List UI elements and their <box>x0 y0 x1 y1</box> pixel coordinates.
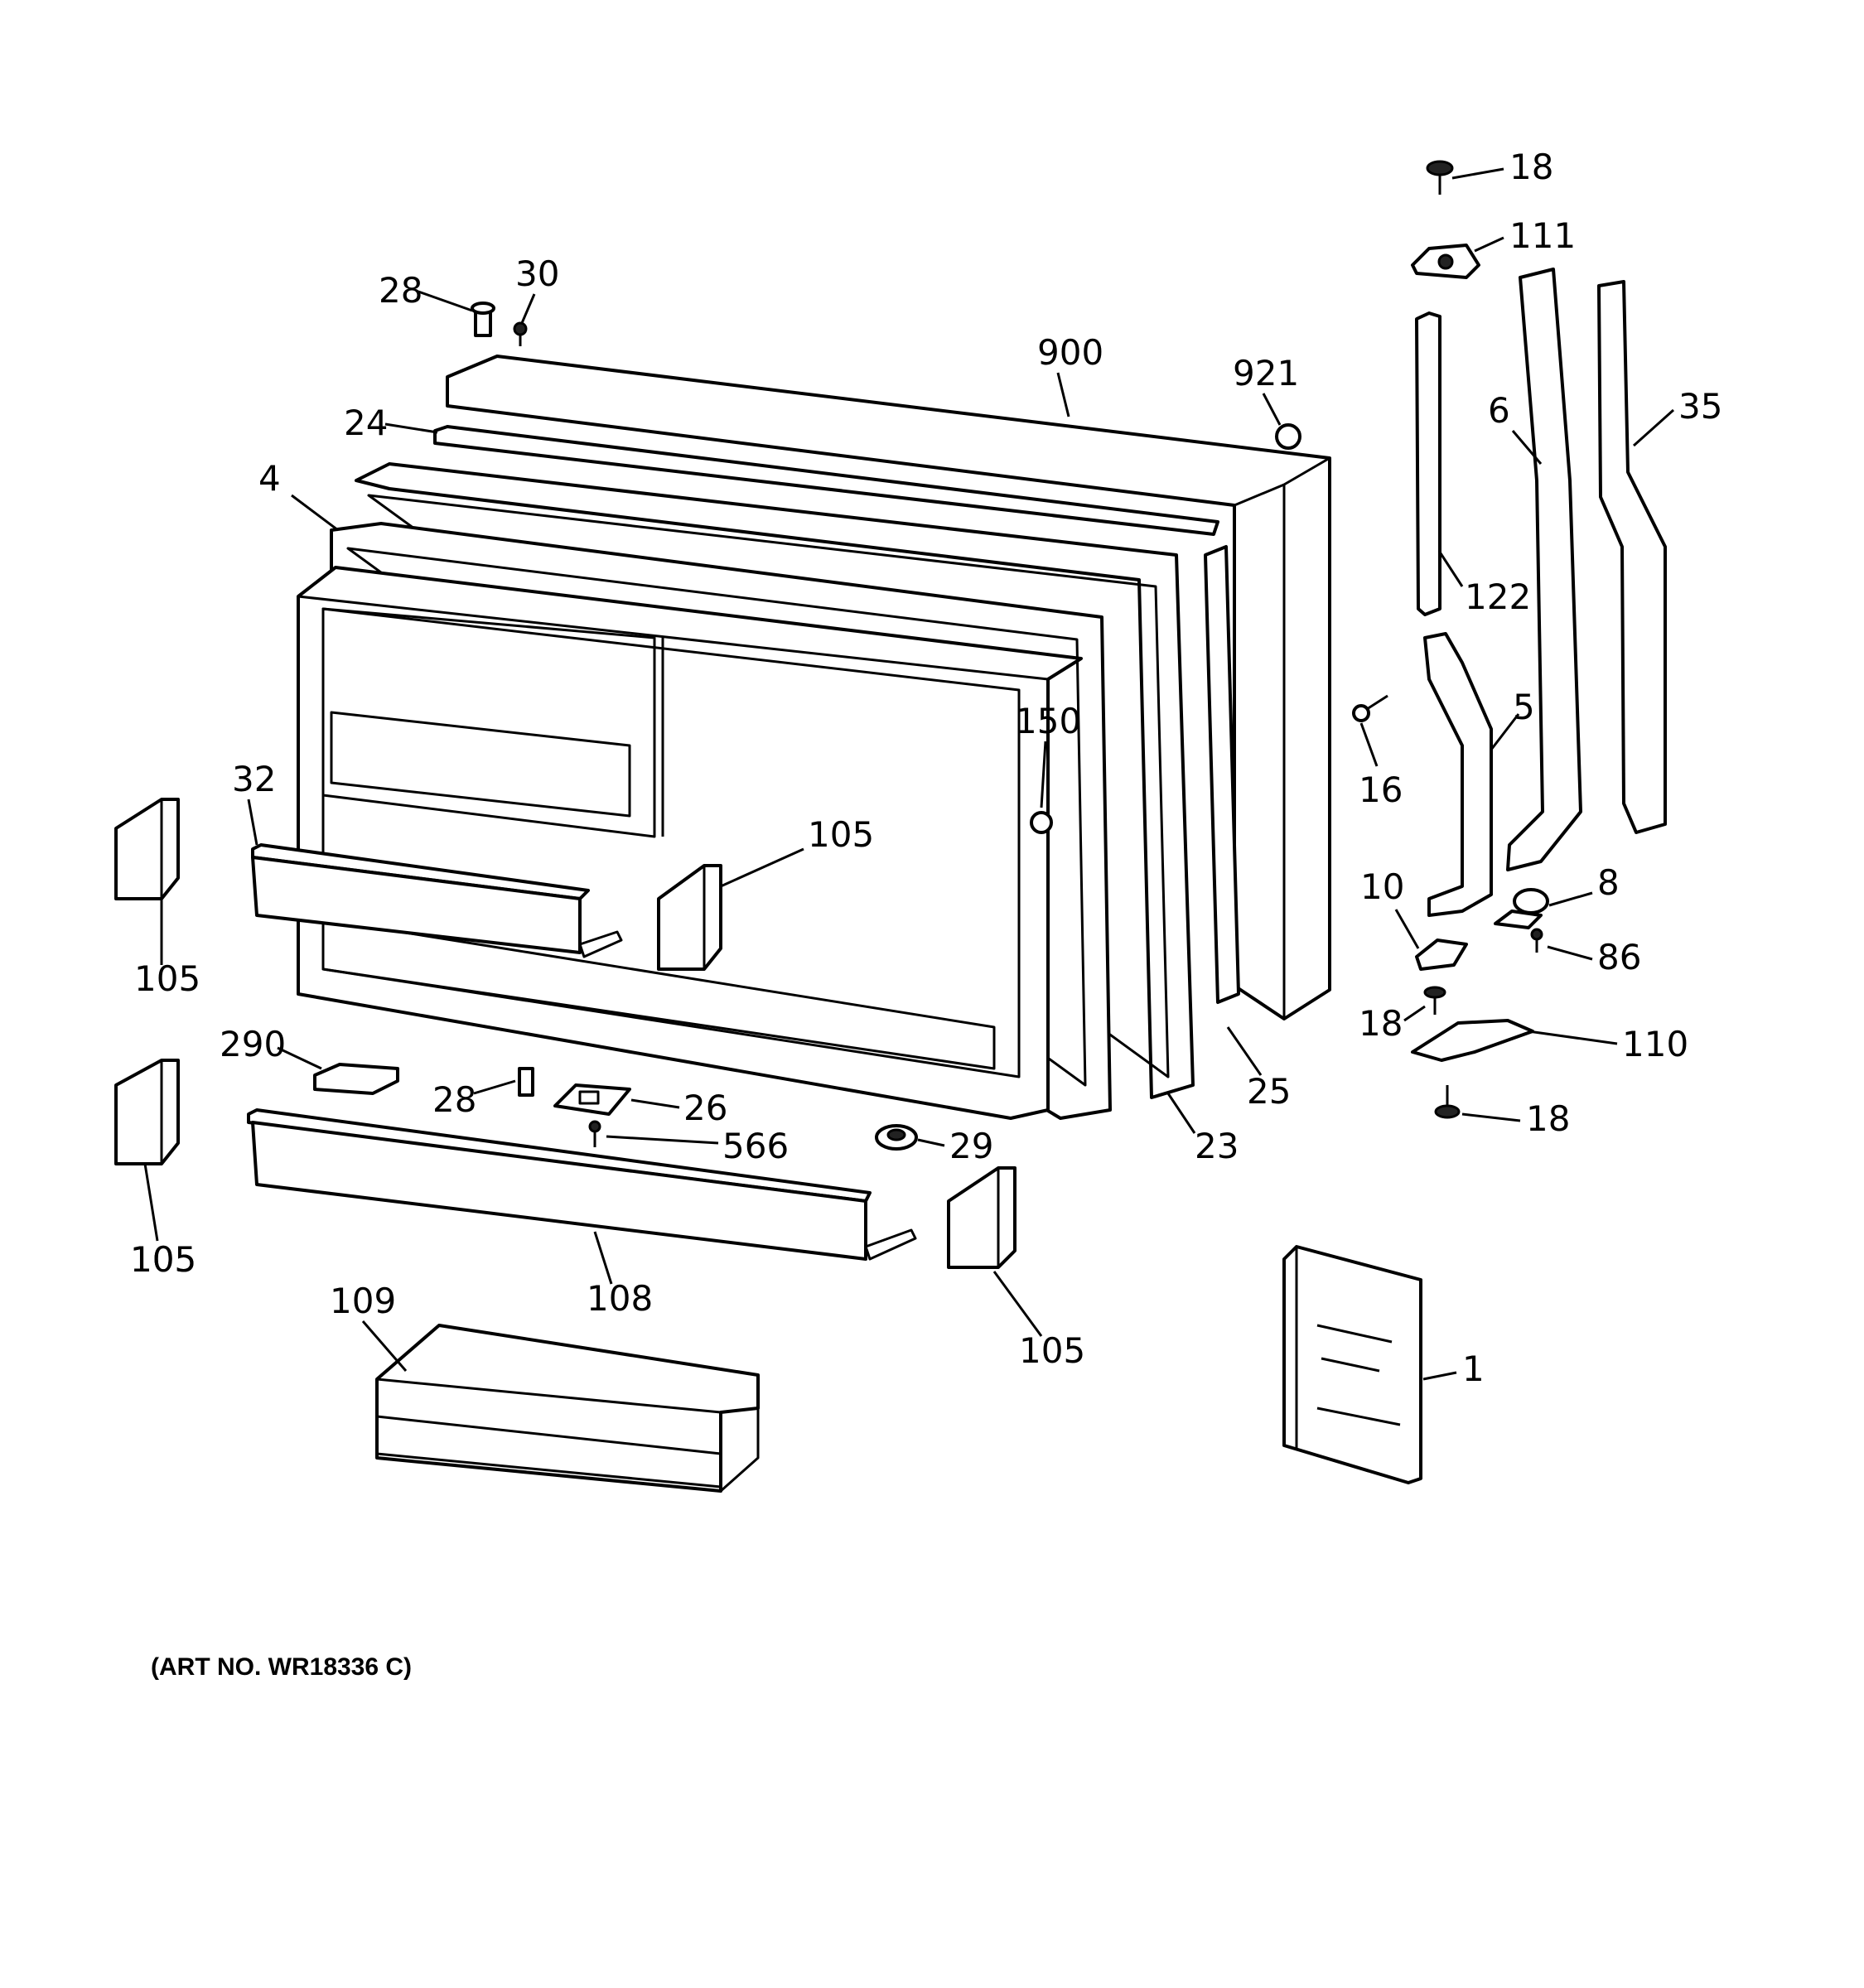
hinge-111 <box>1411 244 1480 279</box>
bracket-105-left-lower <box>114 1059 180 1165</box>
callout-86: 86 <box>1597 937 1641 977</box>
bracket-105-center <box>657 864 722 971</box>
callout-labels: 18 111 28 30 900 921 35 6 24 4 122 150 1… <box>130 147 1722 1389</box>
bin-109 <box>375 1324 760 1493</box>
door-gasket-24 <box>433 425 1219 536</box>
manual-1 <box>1282 1245 1422 1484</box>
callout-109: 109 <box>330 1281 396 1321</box>
callout-18-top: 18 <box>1509 147 1553 187</box>
handle-trim-35 <box>1597 280 1667 834</box>
callout-26: 26 <box>683 1088 727 1128</box>
bracket-105-left-upper <box>114 798 180 900</box>
leader-lines <box>143 167 1675 1381</box>
callout-1: 1 <box>1462 1349 1485 1389</box>
screw-150-icon <box>1030 811 1053 834</box>
callout-150: 150 <box>1015 701 1081 741</box>
grommet-29 <box>875 1124 918 1151</box>
callout-105-left-upper: 105 <box>134 958 200 999</box>
callout-30: 30 <box>515 253 559 294</box>
callout-16: 16 <box>1359 770 1403 810</box>
washer-8 <box>1494 888 1549 929</box>
callout-105-lower-left: 105 <box>130 1239 196 1280</box>
screw-28-top <box>471 302 495 337</box>
screw-18-bottom <box>1434 1085 1461 1119</box>
callout-8: 8 <box>1597 862 1620 903</box>
block-290 <box>313 1063 399 1095</box>
callout-921: 921 <box>1233 353 1299 393</box>
callout-28-lower: 28 <box>432 1079 476 1120</box>
callout-6: 6 <box>1488 390 1510 431</box>
bracket-10 <box>1415 939 1468 971</box>
callout-900: 900 <box>1037 332 1103 373</box>
bracket-105-lower-right <box>947 1166 1017 1269</box>
callout-32: 32 <box>232 759 276 799</box>
callout-10: 10 <box>1360 866 1404 907</box>
screw-16 <box>1352 694 1388 722</box>
callout-24: 24 <box>344 403 388 443</box>
handle-5 <box>1423 632 1493 917</box>
callout-105-lower-right: 105 <box>1019 1330 1085 1371</box>
breaker-strip-25 <box>1204 545 1240 1004</box>
callout-28-top: 28 <box>379 270 423 311</box>
strip-122 <box>1415 311 1441 616</box>
callout-105-center: 105 <box>808 814 874 855</box>
callout-18-bottom: 18 <box>1526 1098 1570 1139</box>
plate-26 <box>553 1083 631 1116</box>
callout-108: 108 <box>587 1278 653 1319</box>
callout-290: 290 <box>220 1024 286 1064</box>
callout-29: 29 <box>949 1126 993 1166</box>
callout-4: 4 <box>258 458 281 499</box>
hinge-110 <box>1411 1019 1534 1062</box>
screw-28-lower <box>518 1067 534 1097</box>
art-number-caption: (ART NO. WR18336 C) <box>151 1653 412 1681</box>
callout-25: 25 <box>1247 1071 1291 1112</box>
door-outer-panel-900 <box>446 355 1331 1021</box>
callout-5: 5 <box>1513 687 1535 727</box>
door-inner-liner-box <box>297 566 1083 1120</box>
screw-566 <box>588 1120 601 1147</box>
plug-921-icon <box>1275 423 1301 450</box>
shelf-bar-32 <box>251 843 623 958</box>
screw-86 <box>1530 928 1543 953</box>
screw-18-top <box>1426 160 1454 195</box>
shelf-bar-108 <box>247 1108 917 1261</box>
screw-18-middle <box>1423 986 1446 1015</box>
callout-566: 566 <box>722 1126 789 1166</box>
callout-110: 110 <box>1622 1024 1688 1064</box>
callout-111: 111 <box>1509 215 1576 256</box>
callout-23: 23 <box>1195 1126 1239 1166</box>
callout-105-left-lower: 105 <box>130 1239 196 1280</box>
callout-18-middle: 18 <box>1359 1003 1403 1044</box>
callout-35: 35 <box>1678 386 1722 427</box>
handle-strip-6 <box>1506 268 1582 871</box>
callout-122: 122 <box>1465 577 1531 617</box>
screw-30 <box>513 321 528 346</box>
